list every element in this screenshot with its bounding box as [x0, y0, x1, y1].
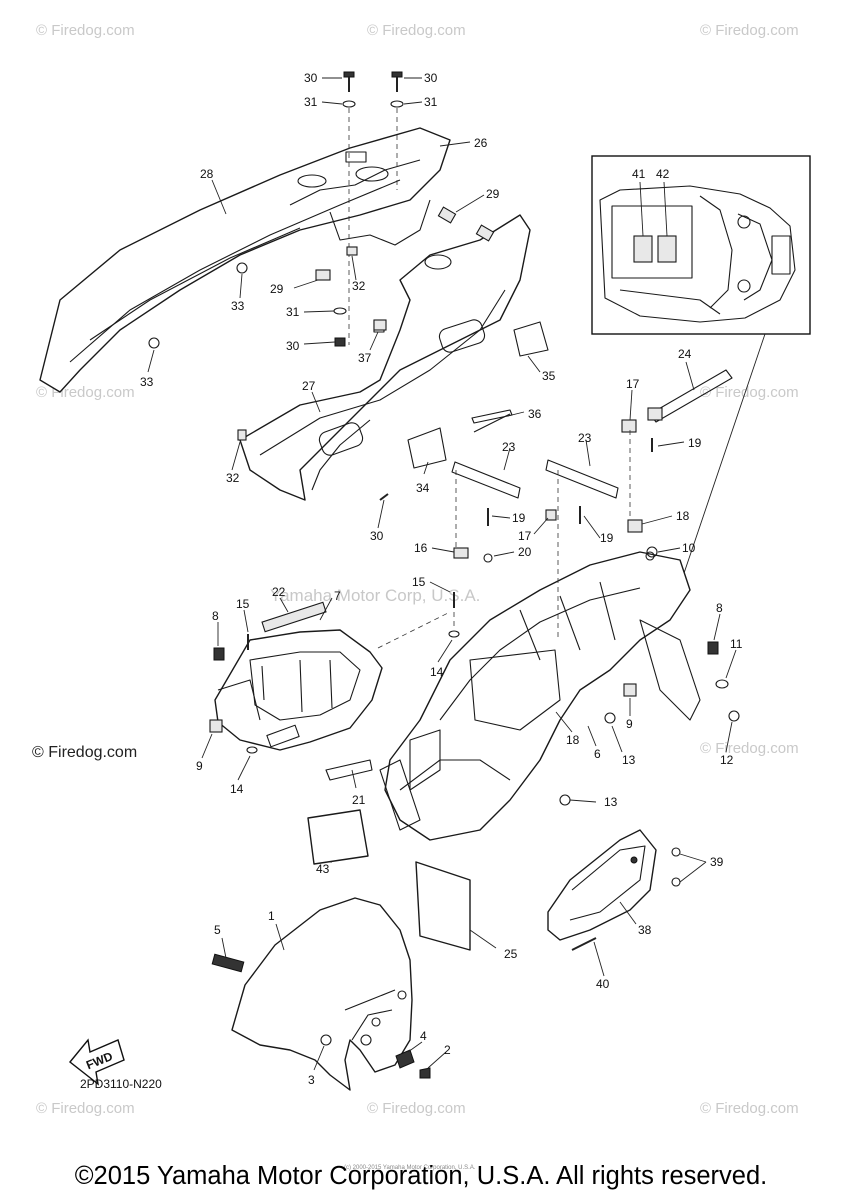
callout-label: 43 [316, 862, 330, 876]
callout-label: 18 [676, 509, 690, 523]
callout-label: 14 [230, 782, 244, 796]
callout-label: 36 [528, 407, 542, 421]
fwd-arrow-icon: FWD [69, 1038, 125, 1086]
watermark: © Firedog.com [700, 740, 799, 757]
callout-label: 33 [231, 299, 245, 313]
callout-label: 19 [512, 511, 526, 525]
watermark: © Firedog.com [700, 1100, 799, 1117]
callout-label: 31 [424, 95, 438, 109]
callout-label: 13 [622, 753, 636, 767]
battery-box [214, 601, 383, 751]
callout-label: 30 [304, 71, 318, 85]
callout-label: 6 [594, 747, 601, 761]
inset-callout-label: 42 [656, 167, 670, 181]
watermark: © Firedog.com [367, 22, 466, 39]
callout-label: 23 [578, 431, 592, 445]
callout-label: 30 [370, 529, 384, 543]
watermark: © Firedog.com [32, 744, 138, 761]
watermark: © Firedog.com [700, 384, 799, 401]
callout-label: 28 [200, 167, 214, 181]
ghost-watermark: Yamaha Motor Corp, U.S.A. [270, 586, 481, 605]
straps [451, 369, 733, 499]
callout-label: 8 [716, 601, 723, 615]
callout-numbers: 30 30 31 31 26 28 29 29 32 33 31 30 37 3… [140, 71, 743, 1087]
callout-label: 20 [518, 545, 532, 559]
callout-label: 8 [212, 609, 219, 623]
callout-label: 29 [486, 187, 500, 201]
callout-label: 22 [272, 585, 286, 599]
callout-label: 11 [730, 637, 743, 651]
callout-label: 39 [710, 855, 724, 869]
callout-label: 31 [304, 95, 318, 109]
copyright-footer: ©2015 Yamaha Motor Corporation, U.S.A. A… [74, 1162, 768, 1190]
callout-label: 7 [334, 589, 341, 603]
callout-label: 30 [424, 71, 438, 85]
rear-cowl [239, 214, 549, 501]
callout-label: 29 [270, 282, 284, 296]
callout-label: 2 [444, 1043, 451, 1057]
callout-label: 1 [268, 909, 275, 923]
callout-label: 27 [302, 379, 316, 393]
seat-frame [39, 127, 451, 393]
callout-label: 13 [604, 795, 618, 809]
callout-label: 12 [720, 753, 734, 767]
callout-label: 31 [286, 305, 300, 319]
callout-label: 25 [504, 947, 518, 961]
callout-label: 21 [352, 793, 366, 807]
callout-label: 32 [226, 471, 240, 485]
callout-label: 15 [412, 575, 426, 589]
front-fender [211, 897, 413, 1091]
callout-label: 17 [626, 377, 640, 391]
callout-label: 10 [682, 541, 696, 555]
callout-label: 3 [308, 1073, 315, 1087]
watermark: © Firedog.com [700, 22, 799, 39]
callout-label: 26 [474, 136, 488, 150]
watermark: © Firedog.com [36, 22, 135, 39]
callout-label: 19 [600, 531, 614, 545]
watermark: © Firedog.com [367, 1100, 466, 1117]
callout-label: 9 [626, 717, 633, 731]
mud-flaps [307, 759, 471, 951]
rear-flap-cover [547, 829, 657, 941]
callout-label: 19 [688, 436, 702, 450]
rear-fender [379, 551, 701, 841]
callout-label: 33 [140, 375, 154, 389]
callout-label: 38 [638, 923, 652, 937]
diagram-code: 2PD3110-N220 [80, 1077, 162, 1091]
callout-label: 34 [416, 481, 430, 495]
inset-callout-label: 41 [632, 167, 646, 181]
callout-label: 15 [236, 597, 250, 611]
callout-label: 9 [196, 759, 203, 773]
callout-label: 40 [596, 977, 610, 991]
callout-label: 17 [518, 529, 532, 543]
inset-detail [591, 155, 811, 586]
watermark: © Firedog.com [36, 1100, 135, 1117]
callout-label: 32 [352, 279, 366, 293]
callout-label: 5 [214, 923, 221, 937]
callout-label: 18 [566, 733, 580, 747]
leader-lines [147, 77, 737, 1071]
callout-label: 14 [430, 665, 444, 679]
callout-label: 24 [678, 347, 692, 361]
callout-label: 4 [420, 1029, 427, 1043]
tiny-copyright-note: (c) 2000-2015 Yamaha Motor Corporation, … [344, 1165, 476, 1171]
callout-label: 35 [542, 369, 556, 383]
callout-label: 37 [358, 351, 372, 365]
callout-label: 16 [414, 541, 428, 555]
callout-label: 30 [286, 339, 300, 353]
callout-label: 23 [502, 440, 516, 454]
